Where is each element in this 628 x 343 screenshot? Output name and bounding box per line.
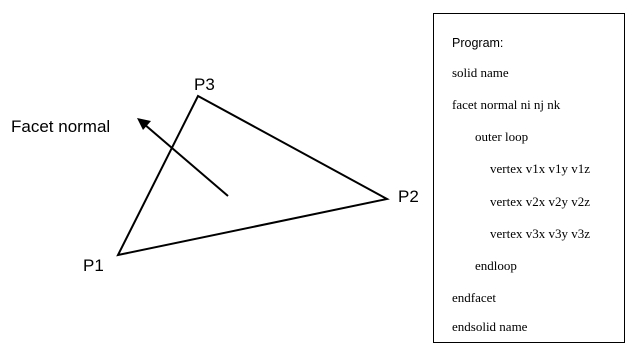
program-line-endloop: endloop xyxy=(475,258,517,273)
program-line-outer-loop: outer loop xyxy=(475,129,529,144)
label-p3: P3 xyxy=(194,75,215,94)
program-line-endsolid: endsolid name xyxy=(452,319,528,334)
program-line-endfacet: endfacet xyxy=(452,290,497,305)
stl-program-box: Program: solid name facet normal ni nj n… xyxy=(433,13,625,343)
label-p2: P2 xyxy=(398,187,419,206)
facet-normal-arrow-shaft xyxy=(143,123,229,197)
label-p1: P1 xyxy=(83,256,104,275)
program-line-solid: solid name xyxy=(452,65,509,80)
facet-normal-arrowhead xyxy=(137,118,151,130)
label-facet-normal: Facet normal xyxy=(11,117,110,136)
triangle-facet-diagram: P3 P2 P1 Facet normal xyxy=(11,75,419,275)
program-line-vertex-3: vertex v3x v3y v3z xyxy=(490,226,591,241)
triangle-facet xyxy=(116,94,390,257)
program-line-facet-normal: facet normal ni nj nk xyxy=(452,97,561,112)
program-line-vertex-1: vertex v1x v1y v1z xyxy=(490,161,591,176)
program-line-vertex-2: vertex v2x v2y v2z xyxy=(490,194,591,209)
program-heading: Program: xyxy=(452,36,504,50)
